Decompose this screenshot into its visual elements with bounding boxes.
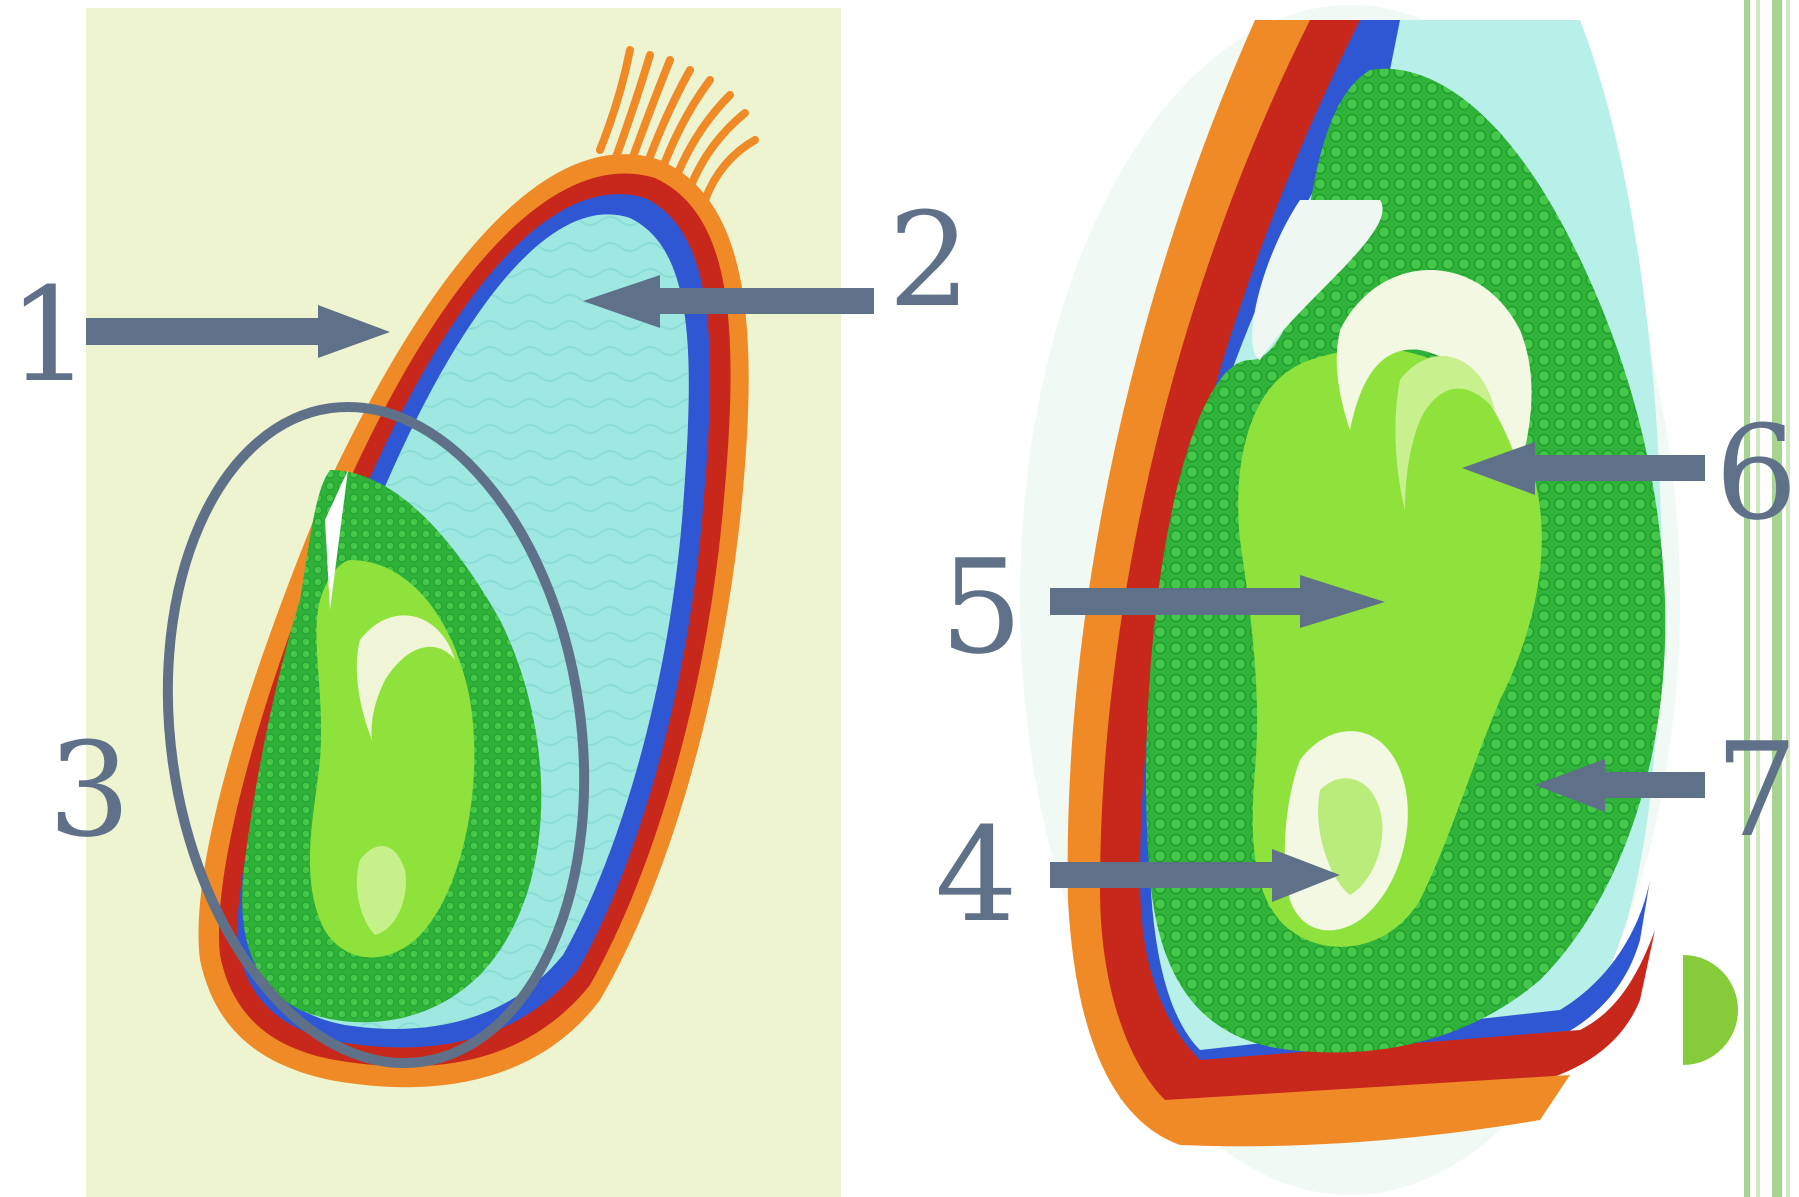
side-stripe-1	[1744, 0, 1750, 1197]
slide-decoration	[1683, 0, 1799, 1197]
label-2: 2	[888, 184, 971, 336]
side-stripe-2	[1756, 0, 1760, 1197]
label-4: 4	[935, 799, 1018, 951]
label-6: 6	[1715, 397, 1798, 549]
label-3: 3	[48, 714, 131, 866]
label-5: 5	[940, 531, 1023, 683]
left-grain-panel	[86, 8, 841, 1197]
label-1: 1	[8, 259, 91, 411]
slide-accent-halfcircle	[1683, 955, 1738, 1065]
label-7: 7	[1715, 714, 1798, 866]
side-stripe-3	[1772, 0, 1782, 1197]
side-stripe-4	[1786, 0, 1790, 1197]
